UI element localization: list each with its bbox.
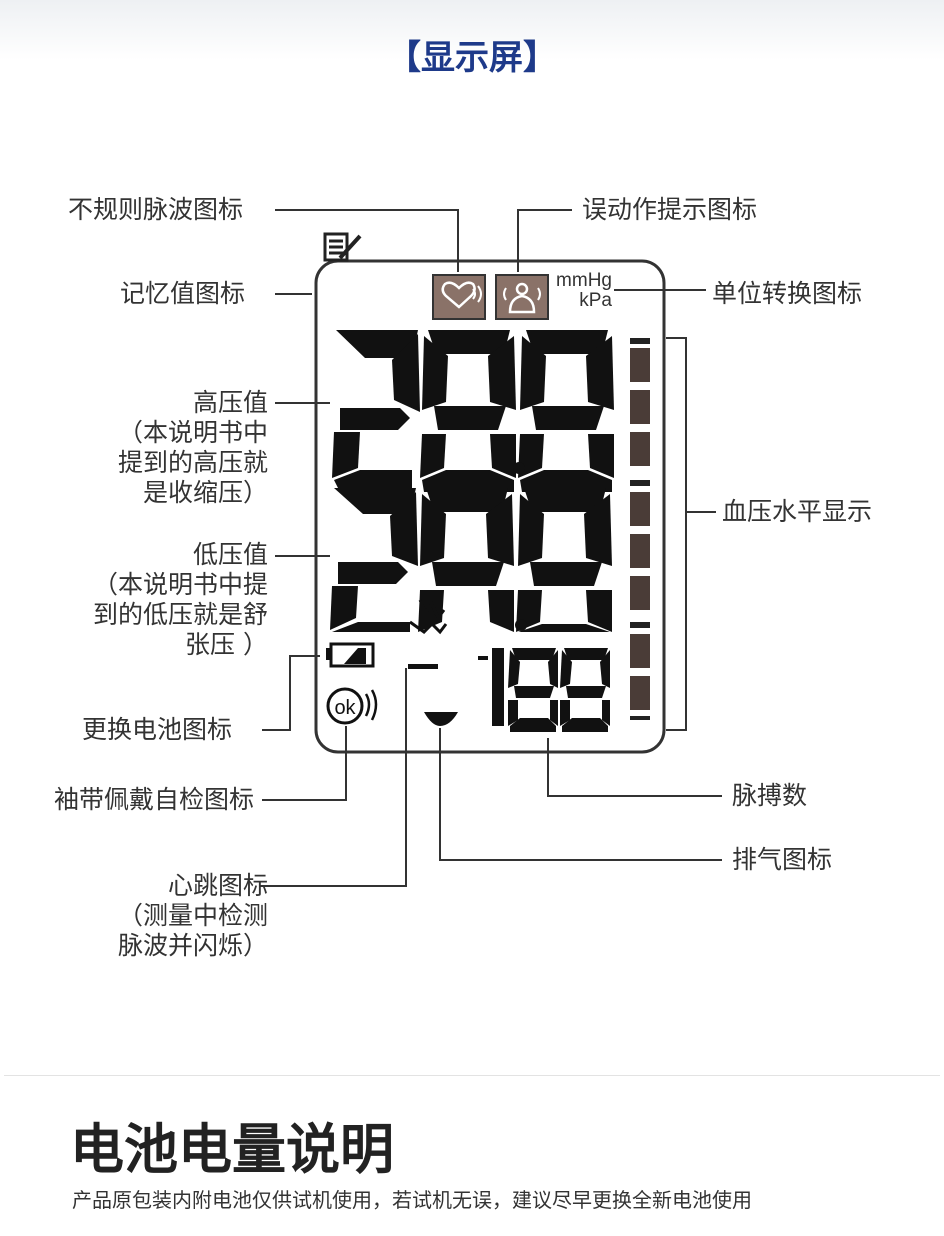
- label-pulse: 脉搏数: [732, 781, 808, 810]
- top-band: [0, 0, 944, 60]
- irregular-pulse-icon: [432, 274, 486, 320]
- label-irregular-pulse: 不规则脉波图标: [68, 195, 244, 224]
- label-battery: 更换电池图标: [82, 715, 233, 744]
- svg-text:ok: ok: [334, 697, 356, 719]
- diastolic-digits: [330, 488, 612, 632]
- battery-icon: [326, 642, 375, 668]
- cuff-check-icon: ok: [326, 687, 378, 725]
- bp-level-bars: [630, 338, 650, 720]
- label-motion-warning: 误动作提示图标: [582, 195, 758, 224]
- battery-section-title: 电池电量说明: [70, 1118, 394, 1181]
- label-memory: 记忆值图标: [120, 279, 246, 308]
- label-heartbeat: 心跳图标 （测量中检测 脉波并闪烁）: [117, 871, 268, 960]
- leader-lines: [260, 209, 722, 887]
- battery-section-text: 产品原包装内附电池仅供试机使用，若试机无误，建议尽早更换全新电池使用: [72, 1188, 752, 1212]
- label-cuff-check: 袖带佩戴自检图标: [54, 785, 255, 814]
- label-systolic: 高压值 （本说明书中 提到的高压就 是收缩压）: [117, 388, 268, 507]
- heartbeat-dash: [408, 664, 438, 669]
- page-heading: 【显示屏】: [387, 38, 557, 78]
- label-exhaust: 排气图标: [732, 845, 833, 874]
- heartbeat-icon: [409, 599, 448, 635]
- label-diastolic: 低压值 （本说明书中提 到的低压就是舒 张压 ）: [92, 540, 268, 659]
- systolic-digits: [332, 330, 614, 492]
- exhaust-icon: [424, 712, 458, 726]
- section-divider: [4, 1075, 940, 1076]
- unit-mmhg-text: mmHg: [556, 270, 612, 291]
- memory-icon: [323, 232, 362, 262]
- label-bp-level: 血压水平显示: [722, 497, 873, 526]
- label-unit-switch: 单位转换图标: [712, 279, 863, 308]
- motion-warning-icon: [495, 274, 549, 320]
- unit-kpa-text: kPa: [579, 290, 612, 311]
- pulse-digits: [478, 648, 610, 732]
